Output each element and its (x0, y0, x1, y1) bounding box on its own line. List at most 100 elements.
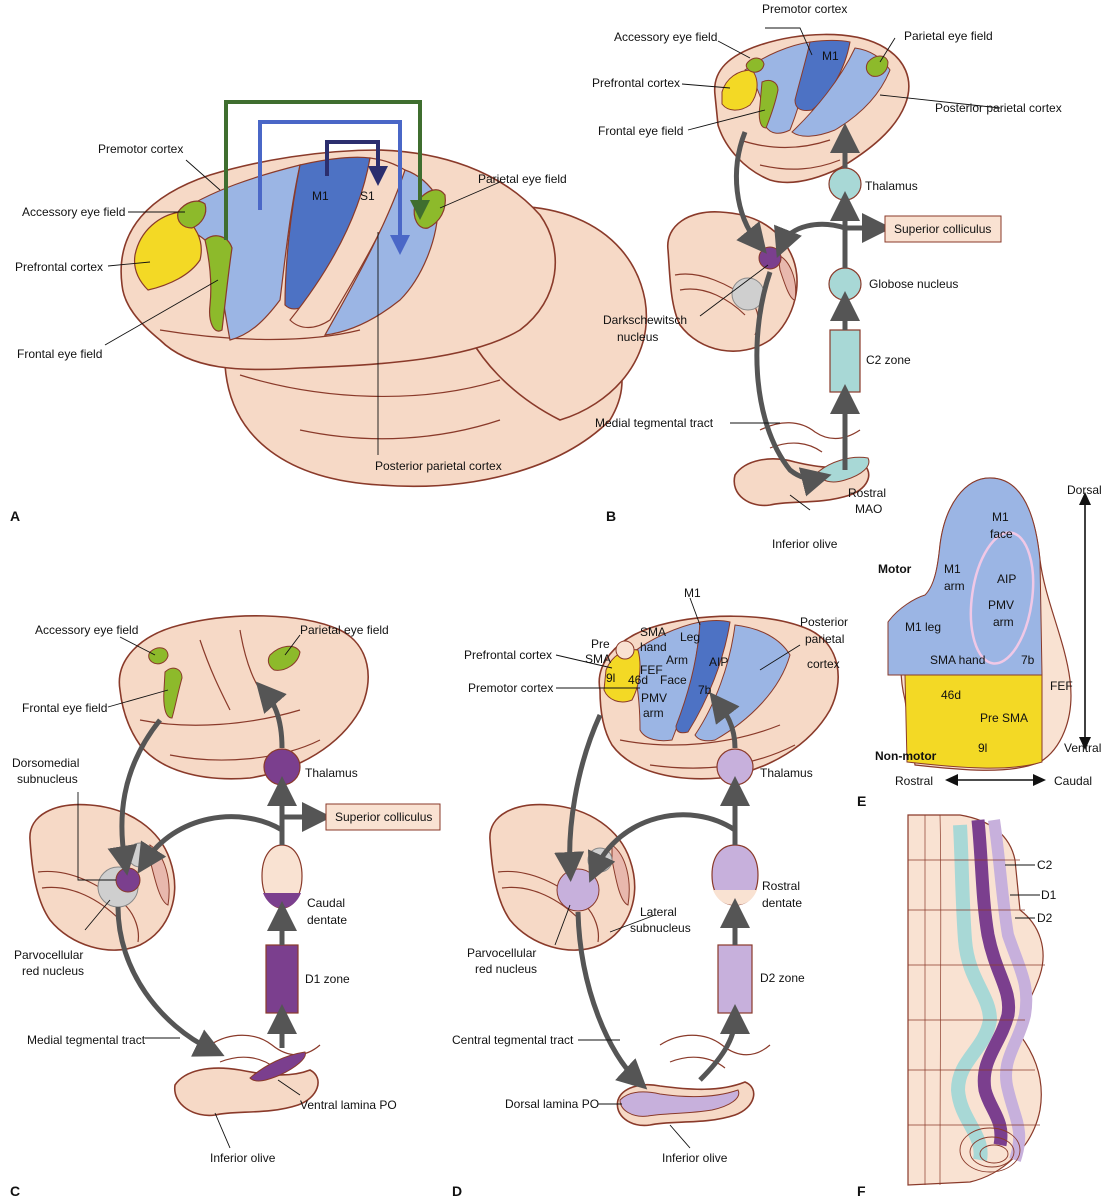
panel-c-label-parvocellular-1: Parvocellular (14, 948, 83, 962)
panel-c-label-caudal: Caudal (307, 896, 345, 910)
panel-d-label-lateral-2: subnucleus (630, 921, 691, 935)
panel-e-label-dorsal: Dorsal (1067, 483, 1102, 497)
panel-a-label-frontal: Frontal eye field (17, 347, 102, 361)
panel-b-letter: B (606, 508, 616, 524)
panel-e-label-face: face (990, 527, 1013, 541)
panel-f-letter: F (857, 1183, 866, 1199)
panel-c-lead-parietal (284, 634, 301, 656)
panel-b-brainstem (667, 211, 798, 352)
panel-d-lead-olive (669, 1124, 691, 1149)
panel-e-label-caudal: Caudal (1054, 774, 1092, 788)
panel-c-lead-parvocellular (84, 899, 111, 931)
panel-e-dorsal-arrowhead (1079, 492, 1091, 505)
panel-c-label-ventral-lamina: Ventral lamina PO (300, 1098, 397, 1112)
panel-c-arrows (107, 681, 332, 1057)
panel-b-label-superior-colliculus: Superior colliculus (894, 222, 991, 236)
panel-d-lead-parvocellular (554, 904, 571, 946)
panel-a-label-premotor: Premotor cortex (98, 142, 183, 156)
panel-e-label-motor: Motor (878, 562, 912, 576)
panel-c-label-parvocellular-2: red nucleus (22, 964, 84, 978)
panel-e-label-non-motor: Non-motor (875, 749, 937, 763)
panel-d-label-fef: FEF (640, 663, 663, 677)
panel-b-lead-posterior (879, 94, 1001, 109)
panel-c-lead-olive (214, 1112, 231, 1149)
panel-e-label-aip: AIP (997, 572, 1016, 586)
panel-e-caudal-arrowhead (1033, 774, 1046, 786)
panel-b-superior-colliculus-box (884, 215, 1002, 243)
panel-c-accessory-eye-field (148, 647, 169, 665)
panel-c-ventral-lamina (249, 1051, 306, 1082)
panel-f-label-d2: D2 (1037, 911, 1053, 925)
panel-d-letter: D (452, 1183, 462, 1199)
panel-e-label-pre-sma: Pre SMA (980, 711, 1028, 725)
panel-b-lead-darkschewitsch (699, 264, 769, 317)
panel-d-lead-prefrontal (555, 654, 613, 669)
panel-b-lead-accessory (717, 40, 751, 59)
panel-d-label-rostral: Rostral (762, 879, 800, 893)
panel-b-label-darkschewitsch-2: nucleus (617, 330, 658, 344)
panel-d-pre-sma-circle (615, 640, 635, 660)
panel-a: Premotor cortex Accessory eye field Pref… (10, 100, 648, 524)
panel-c-frontal-eye-field (163, 667, 183, 719)
panel-b-label-parietal-eye: Parietal eye field (904, 29, 993, 43)
panel-e-ventral-arrowhead (1079, 737, 1091, 750)
panel-a-sulcus-3 (299, 419, 501, 440)
panel-d-label-prefrontal: Prefrontal cortex (464, 648, 552, 662)
panel-d-parvocellular-red-nucleus (556, 868, 600, 912)
panel-b-frontal-eye-field (758, 79, 779, 129)
panel-c-sulcus-2 (169, 739, 321, 761)
panel-c-label-dorsomedial-1: Dorsomedial (12, 756, 79, 770)
panel-c-cortex (118, 614, 369, 780)
panel-d-m1-region (675, 620, 731, 734)
panel-e-label-7b: 7b (1021, 653, 1035, 667)
panel-d-label-m1: M1 (684, 586, 701, 600)
panel-d-label-dentate: dentate (762, 896, 802, 910)
panel-b-lead-prefrontal (681, 83, 731, 89)
panel-d-rostral-dentate-lower (713, 890, 757, 905)
panel-b-lead-olive (789, 494, 811, 511)
panel-d-arrows (554, 691, 750, 1090)
panel-d-label-46d: 46d (628, 673, 648, 687)
panel-b-sulcus-1 (739, 139, 831, 149)
panel-e-label-rostral: Rostral (895, 774, 933, 788)
panel-f: C2 D1 D2 F (857, 814, 1057, 1199)
panel-a-lead-premotor (185, 159, 221, 191)
panel-e-label-pmv: PMV (988, 598, 1014, 612)
panel-d-label-aip: AIP (709, 655, 728, 669)
panel-c-inferior-olive (174, 1067, 319, 1117)
panel-b-prefrontal-region (721, 69, 758, 111)
panel-b-label-thalamus: Thalamus (865, 179, 918, 193)
panel-b-label-frontal-eye: Frontal eye field (598, 124, 683, 138)
panel-e-rostral-arrowhead (945, 774, 958, 786)
panel-e-letter: E (857, 793, 866, 809)
panel-c-label-dorsomedial-2: subnucleus (17, 772, 78, 786)
panel-e-label-9l: 9l (978, 741, 987, 755)
panel-b-label-accessory: Accessory eye field (614, 30, 717, 44)
panel-b-brainstem-line-2 (679, 288, 746, 316)
panel-c-label-frontal-eye: Frontal eye field (22, 701, 107, 715)
panel-d-label-thalamus: Thalamus (760, 766, 813, 780)
panel-d-lead-m1 (689, 597, 701, 626)
panel-d-label-posterior-1: Posterior (800, 615, 848, 629)
panel-b-sulcus-2 (759, 159, 841, 170)
panel-b-label-inferior-olive: Inferior olive (772, 537, 838, 551)
panel-a-lead-frontal (104, 279, 219, 346)
panel-a-blue-pathway (258, 120, 410, 255)
panel-d-label-posterior-2: parietal (805, 632, 844, 646)
panel-c-superior-colliculus-box (325, 803, 441, 831)
panel-c-label-parietal-eye: Parietal eye field (300, 623, 389, 637)
panel-b-lead-frontal (687, 109, 766, 131)
panel-e-label-m1-arm: M1 (944, 562, 961, 576)
panel-d-label-dorsal-lamina: Dorsal lamina PO (505, 1097, 599, 1111)
panel-d-sulcus-1 (619, 724, 781, 746)
panel-d-label-sma2: SMA (640, 625, 666, 639)
panel-a-accessory-eye-field (177, 200, 207, 229)
panel-e: Dorsal Ventral Rostral Caudal Motor Non-… (857, 477, 1102, 809)
panel-e-label-m1: M1 (992, 510, 1009, 524)
panel-d-olive-fold-2 (669, 1056, 726, 1069)
panel-c-caudal-dentate-fill (263, 893, 301, 908)
panel-e-non-motor-region (904, 674, 1043, 769)
panel-c-label-d1-zone: D1 zone (305, 972, 350, 986)
panel-d-lead-posterior (759, 644, 801, 671)
